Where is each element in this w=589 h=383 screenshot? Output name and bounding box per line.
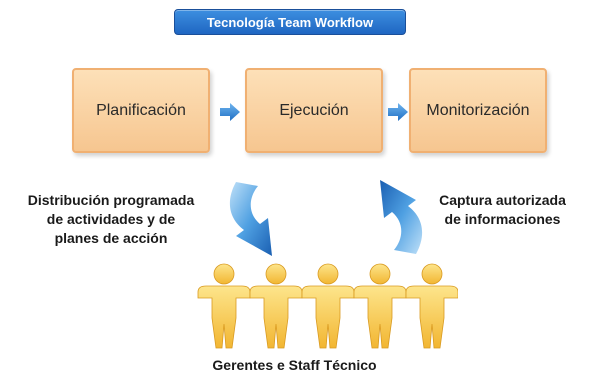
left-description-line: de actividades y de <box>46 211 176 227</box>
curved-up-arrow-icon <box>380 180 423 254</box>
stage-ejecucion: Ejecución <box>245 68 383 153</box>
people-chain-icon <box>197 263 458 349</box>
stage-label: Planificación <box>96 101 186 119</box>
workflow-title: Tecnología Team Workflow <box>174 9 406 35</box>
left-description-line: Distribución programada <box>27 192 195 208</box>
stage-monitorizacion: Monitorización <box>409 68 547 153</box>
stage-label: Monitorización <box>426 101 530 119</box>
right-arrow-icon <box>220 103 240 121</box>
curved-down-arrow-icon <box>229 182 272 256</box>
right-description-line: Captura autorizada <box>439 192 566 208</box>
right-arrow-icon <box>388 103 408 121</box>
stage-planificacion: Planificación <box>72 68 210 153</box>
left-description: Distribución programada de actividades y… <box>6 191 216 248</box>
right-description: Captura autorizada de informaciones <box>420 191 585 229</box>
bottom-label: Gerentes e Staff Técnico <box>212 357 377 373</box>
stage-label: Ejecución <box>279 101 349 119</box>
left-description-line: planes de acción <box>54 230 168 246</box>
right-description-line: de informaciones <box>444 211 561 227</box>
